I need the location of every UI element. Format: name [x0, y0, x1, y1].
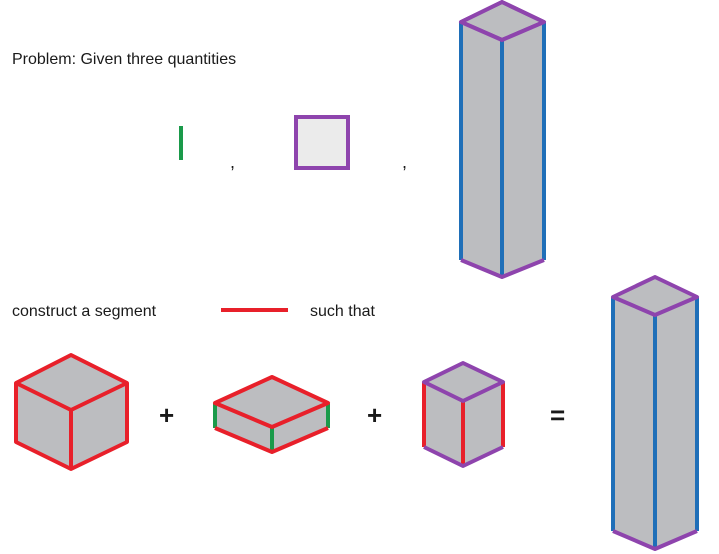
equals-sign: =	[550, 400, 565, 430]
prism-left-face	[461, 22, 502, 277]
term-cube-red	[14, 353, 129, 471]
given-tall-prism	[459, 0, 546, 279]
such-that-text: such that	[310, 303, 375, 320]
term-square-prism	[422, 361, 505, 468]
term-flat-box	[213, 375, 330, 454]
problem-text: Problem: Given three quantities	[12, 51, 236, 68]
prism-right-face	[502, 22, 544, 277]
construct-text: construct a segment	[12, 303, 157, 320]
separator-comma-1: ,	[230, 152, 235, 172]
given-square-purple	[294, 115, 350, 170]
plus-sign-2: +	[367, 400, 382, 430]
result-tall-prism	[611, 275, 699, 551]
separator-comma-2: ,	[402, 152, 407, 172]
plus-sign-1: +	[159, 400, 174, 430]
